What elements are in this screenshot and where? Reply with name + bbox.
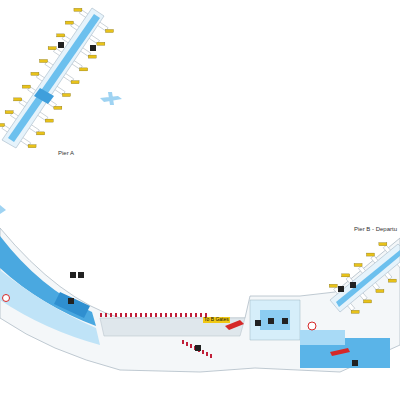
gate-sign (364, 300, 372, 303)
pier-a-gates (0, 8, 113, 147)
queue-marker (155, 313, 157, 317)
service-icon (78, 272, 84, 278)
service-icon (90, 45, 96, 51)
queue-marker (120, 313, 122, 317)
plane-icon (330, 348, 350, 356)
service-icon (255, 320, 261, 326)
service-icon (338, 286, 344, 292)
pier-a-corridor (8, 14, 100, 142)
service-icon (195, 345, 201, 351)
queue-marker (186, 342, 188, 346)
pier-label: Pier B - Departu (354, 226, 397, 233)
gate-sign (366, 253, 374, 256)
security-area (54, 292, 90, 318)
queue-marker (195, 313, 197, 317)
gate-sign (22, 85, 30, 88)
direction-sign: To B Gates (203, 317, 230, 323)
gate-sign (388, 279, 396, 282)
landside-area (0, 270, 100, 345)
queue-marker (105, 313, 107, 317)
queue-marker (190, 344, 192, 348)
gate-sign (379, 243, 387, 246)
gate-sign (0, 124, 5, 127)
connector-building (250, 300, 300, 340)
queue-marker (135, 313, 137, 317)
gate-sign (54, 106, 62, 109)
gate-sign (354, 263, 362, 266)
service-icon (268, 318, 274, 324)
plane-icon (100, 92, 122, 105)
queue-marker (165, 313, 167, 317)
queue-marker (210, 354, 212, 358)
pier-a-hall (34, 88, 54, 104)
gate-sign (28, 145, 36, 148)
queue-marker (130, 313, 132, 317)
plane-icon (0, 205, 6, 214)
gate-sign (5, 111, 13, 114)
gate-sign (37, 132, 45, 135)
gate-sign (48, 47, 56, 50)
gate-sign (40, 60, 48, 63)
gate-sign (57, 34, 65, 37)
pier-b-building (330, 244, 400, 312)
queue-marker (145, 313, 147, 317)
queue-marker (160, 313, 162, 317)
gate-sign (105, 29, 113, 32)
gate-sign (31, 72, 39, 75)
gate-sign (97, 42, 105, 45)
queue-marker (140, 313, 142, 317)
service-icon (350, 282, 356, 288)
no-entry-sign (308, 322, 316, 330)
queue-marker (202, 350, 204, 354)
pier-b-corridor (336, 250, 400, 307)
gate-sign (80, 68, 88, 71)
pier-a-building (2, 8, 104, 148)
queue-marker (200, 313, 202, 317)
gate-sign (342, 274, 350, 277)
no-entry-sign (3, 295, 10, 302)
service-icon (282, 318, 288, 324)
gate-sign (45, 119, 53, 122)
gate-sign (88, 55, 96, 58)
queue-marker (100, 313, 102, 317)
gate-sign (351, 310, 359, 313)
pier-b-gates (329, 243, 400, 314)
pier-label: Pier A (58, 150, 74, 157)
queue-marker (150, 313, 152, 317)
gate-sign (329, 284, 337, 287)
airside-lounge (300, 330, 345, 345)
queue-marker (185, 313, 187, 317)
queue-marker (175, 313, 177, 317)
transfer-area (260, 310, 290, 330)
gate-sign (65, 21, 73, 24)
service-icon (352, 360, 358, 366)
queue-marker (206, 352, 208, 356)
gate-sign (74, 8, 82, 11)
queue-marker (125, 313, 127, 317)
queue-marker (180, 313, 182, 317)
gate-sign (71, 81, 79, 84)
service-icon (58, 42, 64, 48)
service-icon (70, 272, 76, 278)
queue-marker (170, 313, 172, 317)
queue-markers (100, 313, 212, 358)
main-terminal (0, 228, 400, 372)
queue-marker (115, 313, 117, 317)
departure-corridor (100, 318, 245, 336)
queue-marker (182, 340, 184, 344)
queue-marker (190, 313, 192, 317)
service-icon (68, 298, 74, 304)
queue-marker (110, 313, 112, 317)
gate-sign (376, 290, 384, 293)
gate-sign (62, 93, 70, 96)
gate-sign (14, 98, 22, 101)
